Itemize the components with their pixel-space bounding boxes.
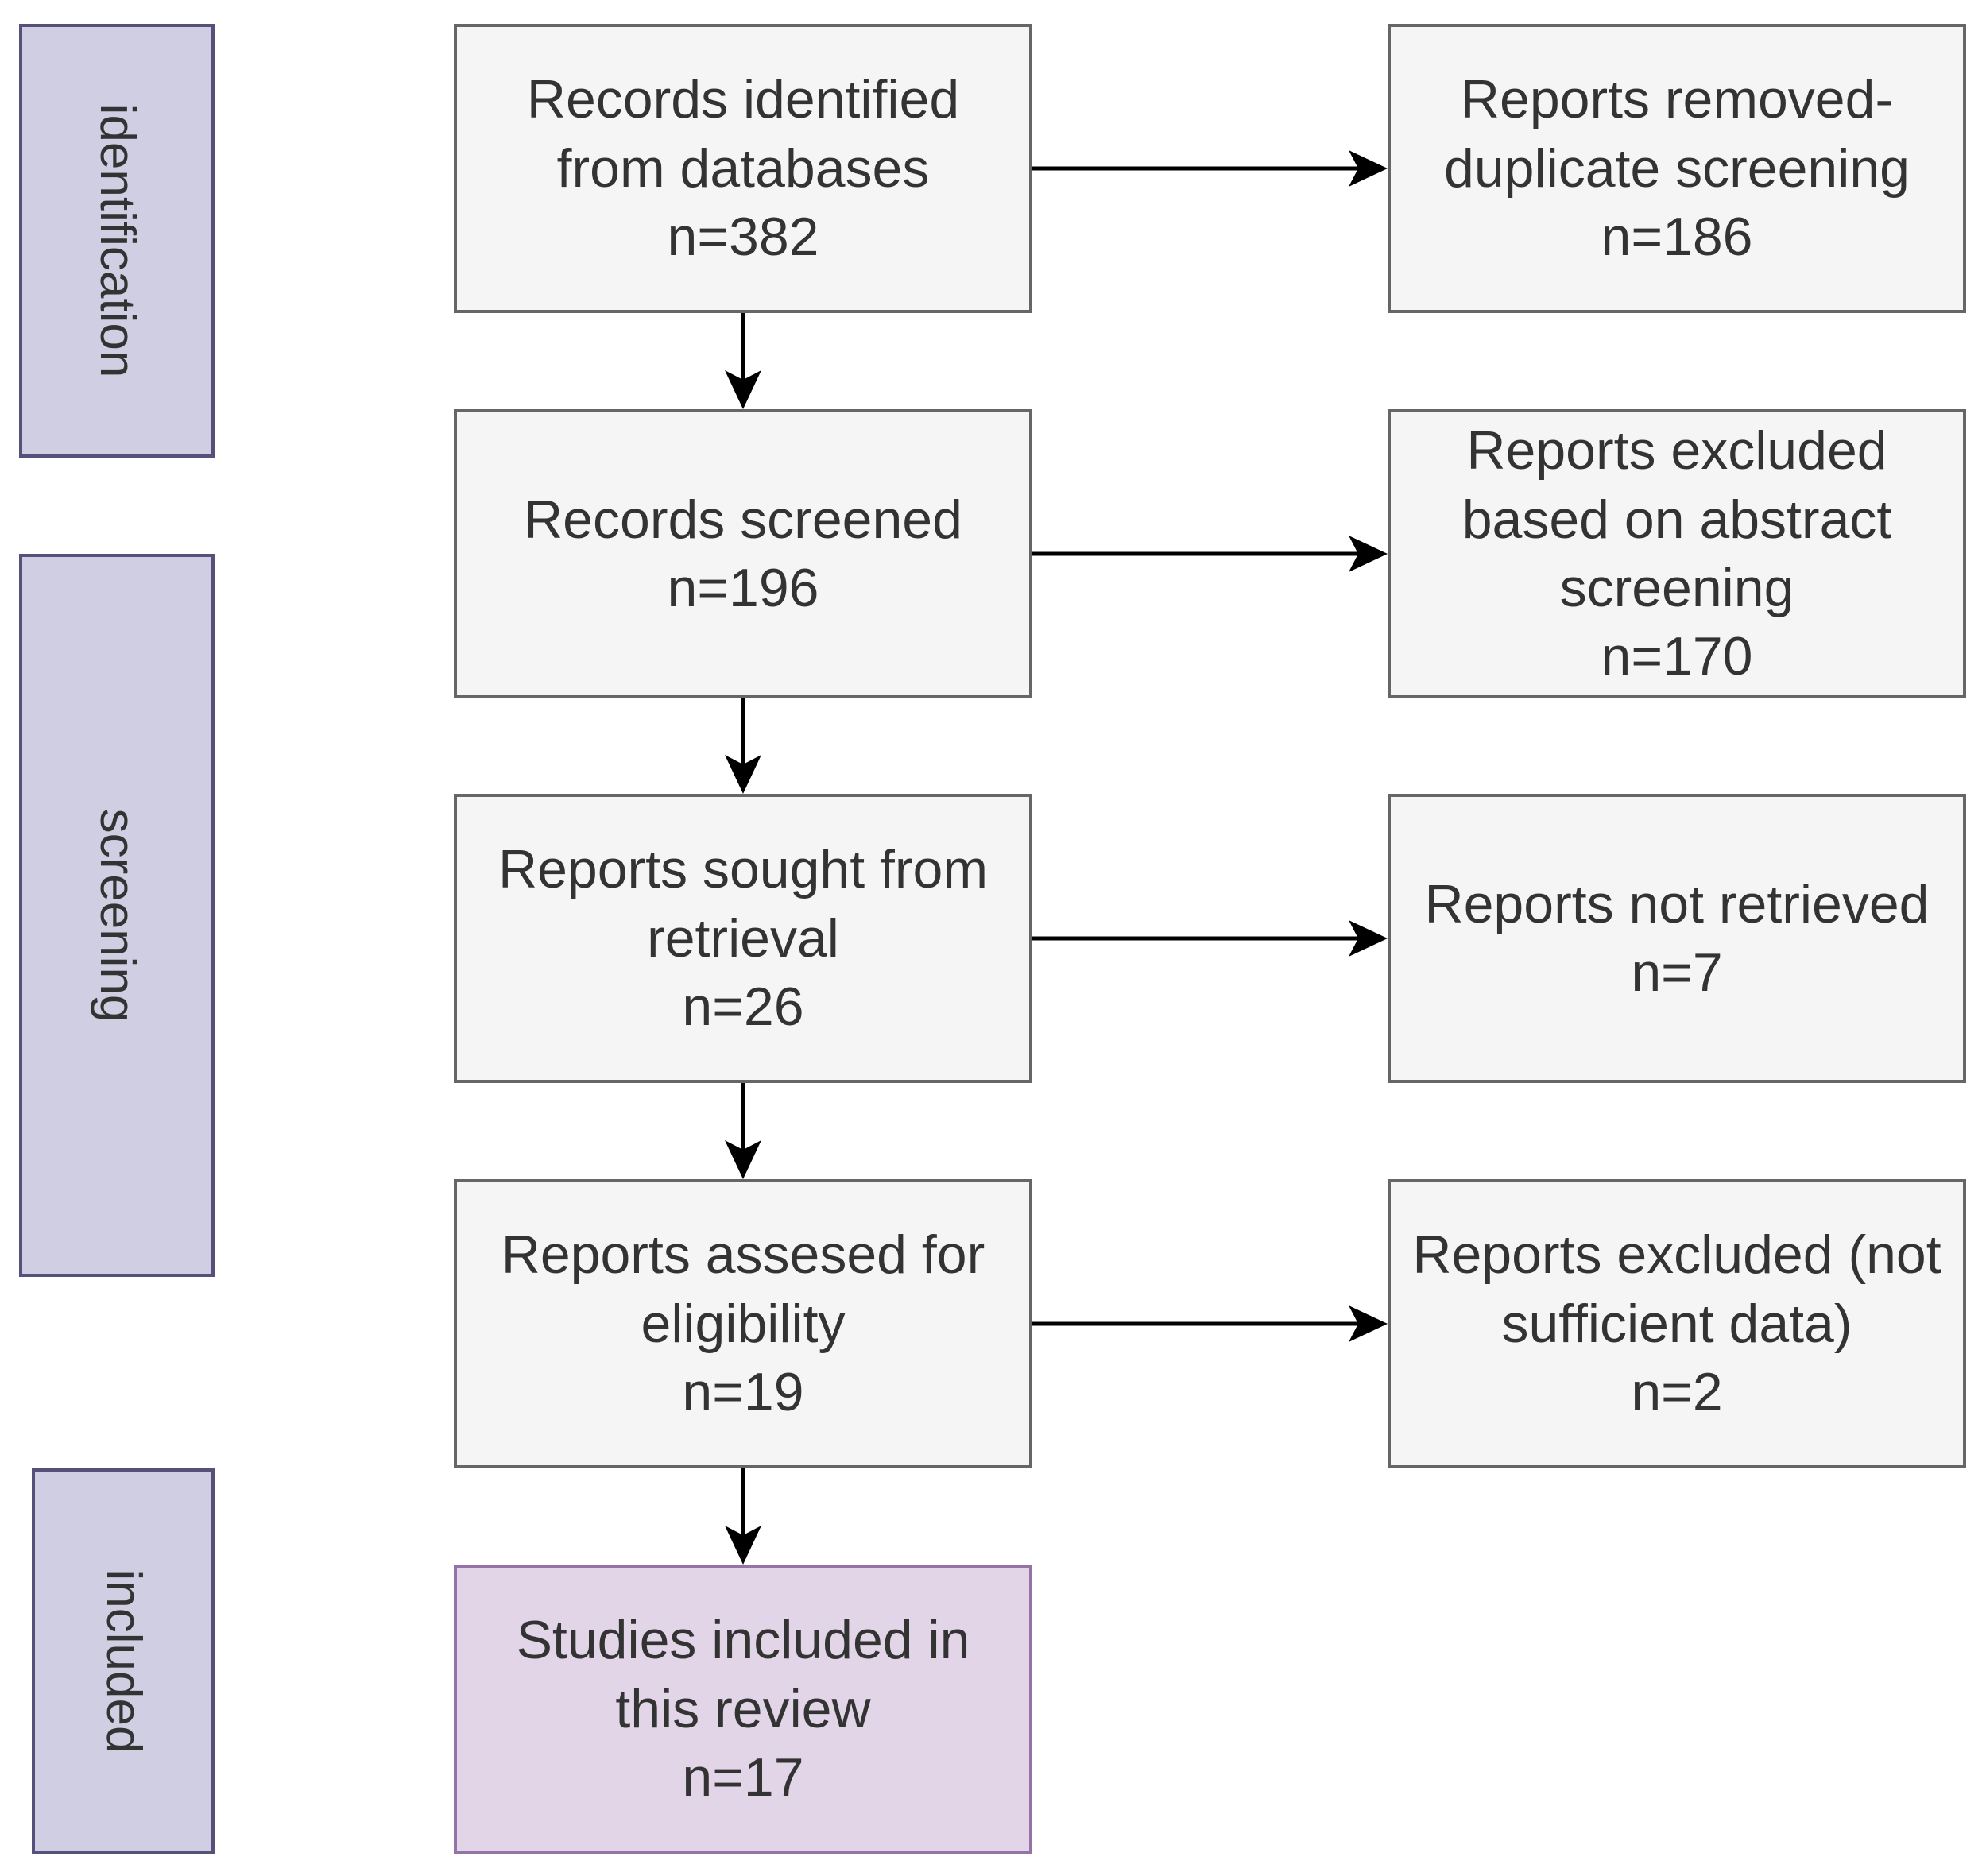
arrowhead-down — [725, 370, 761, 409]
box-line: retrieval — [647, 907, 839, 969]
stage-identification: identification — [19, 24, 215, 458]
arrowhead-down — [725, 1140, 761, 1179]
box-line: screening — [1559, 558, 1794, 618]
box-count: n=17 — [682, 1747, 804, 1808]
box-line: Reports excluded — [1466, 420, 1887, 482]
box-count: n=186 — [1601, 207, 1753, 268]
box-line: eligibility — [641, 1293, 846, 1354]
studies-included-box: Studies included in this review n=17 — [454, 1565, 1032, 1854]
box-line: Reports excluded (not — [1412, 1224, 1941, 1286]
arrowhead-right — [1349, 536, 1388, 572]
reports-assessed-box: Reports assesed for eligibility n=19 — [454, 1179, 1032, 1468]
box-line: Reports not retrieved — [1424, 873, 1930, 934]
records-screened-box: Records screened n=196 — [454, 409, 1032, 698]
box-count: n=26 — [682, 977, 804, 1038]
box-line: from databases — [556, 137, 930, 199]
excluded-abstract-box: Reports excluded based on abstract scree… — [1388, 409, 1966, 698]
records-identified-box: Records identified from databases n=382 — [454, 24, 1032, 313]
stage-included: included — [32, 1468, 215, 1854]
box-count: n=19 — [682, 1362, 804, 1423]
duplicates-removed-box: Reports removed- duplicate screening n=1… — [1388, 24, 1966, 313]
box-line: this review — [615, 1678, 871, 1739]
box-count: n=2 — [1631, 1362, 1723, 1423]
not-retrieved-box: Reports not retrieved n=7 — [1388, 794, 1966, 1083]
box-line: Reports sought from — [497, 839, 989, 900]
arrowhead-down — [725, 755, 761, 794]
box-line: Records identified — [526, 69, 960, 130]
reports-sought-box: Reports sought from retrieval n=26 — [454, 794, 1032, 1083]
box-count: n=170 — [1601, 626, 1753, 687]
box-line: Reports removed- — [1460, 69, 1894, 130]
box-line: duplicate screening — [1444, 137, 1910, 199]
box-line: based on abstract — [1461, 489, 1892, 550]
box-count: n=7 — [1631, 942, 1723, 1003]
arrowhead-right — [1349, 1305, 1388, 1342]
box-count: n=196 — [667, 558, 819, 618]
box-line: Records screened — [524, 489, 962, 550]
box-count: n=382 — [667, 207, 819, 268]
box-line: sufficient data) — [1501, 1293, 1852, 1354]
box-line: Reports assesed for — [501, 1224, 985, 1286]
arrowhead-right — [1349, 150, 1388, 187]
arrowhead-right — [1349, 920, 1388, 957]
arrowhead-down — [725, 1526, 761, 1565]
box-line: Studies included in — [516, 1610, 970, 1671]
excluded-data-box: Reports excluded (not sufficient data) n… — [1388, 1179, 1966, 1468]
stage-screening: screening — [19, 554, 215, 1277]
